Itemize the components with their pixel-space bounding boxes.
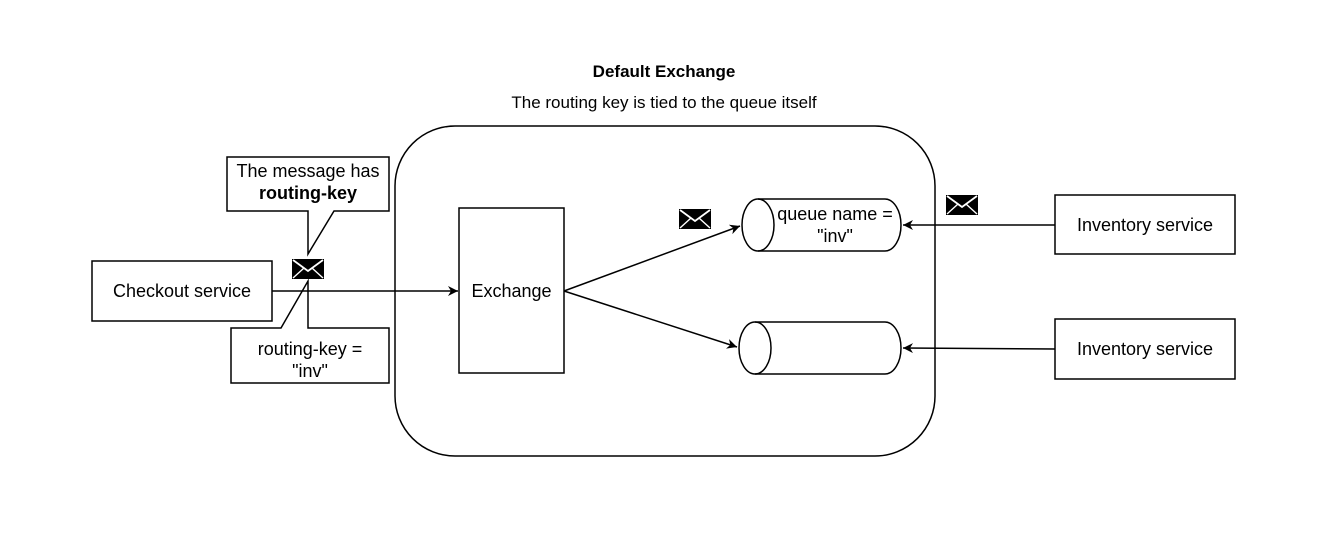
arrow-inventory-bottom-to-queue — [902, 343, 1056, 354]
envelope-icon — [946, 195, 978, 215]
queue-top-line1: queue name = — [777, 204, 893, 224]
routing-key-note: routing-key = "inv" — [231, 338, 389, 382]
routing-key-line1: routing-key = — [257, 339, 363, 359]
arrow-exchange-to-queue-bottom — [563, 290, 738, 349]
callout-line2: routing-key — [258, 183, 357, 203]
inventory-service-top-box — [1054, 194, 1236, 255]
exchange-box — [458, 207, 565, 374]
callout-line1: The message has — [236, 161, 380, 181]
inventory-service-top-label: Inventory service — [1076, 214, 1214, 235]
envelope-icon — [292, 259, 324, 279]
routing-key-note-shape — [230, 278, 390, 384]
queue-bottom-cylinder — [738, 321, 902, 375]
inventory-service-bottom-label: Inventory service — [1076, 339, 1214, 359]
queue-top-line2: "inv" — [817, 226, 853, 246]
envelope-icon — [679, 209, 711, 229]
exchange-label: Exchange — [471, 280, 552, 301]
diagram-subtitle: The routing key is tied to the queue its… — [511, 93, 817, 112]
checkout-service-box — [91, 260, 273, 322]
checkout-service-label: Checkout service — [112, 281, 252, 301]
message-callout-shape — [226, 156, 390, 257]
diagram-title: Default Exchange — [592, 62, 736, 81]
queue-top-cylinder — [741, 198, 902, 252]
message-callout: The message has routing-key — [227, 160, 389, 204]
queue-top-label: queue name = "inv" — [770, 203, 900, 247]
routing-key-line2: "inv" — [292, 361, 328, 381]
arrow-exchange-to-queue-top — [563, 224, 741, 292]
